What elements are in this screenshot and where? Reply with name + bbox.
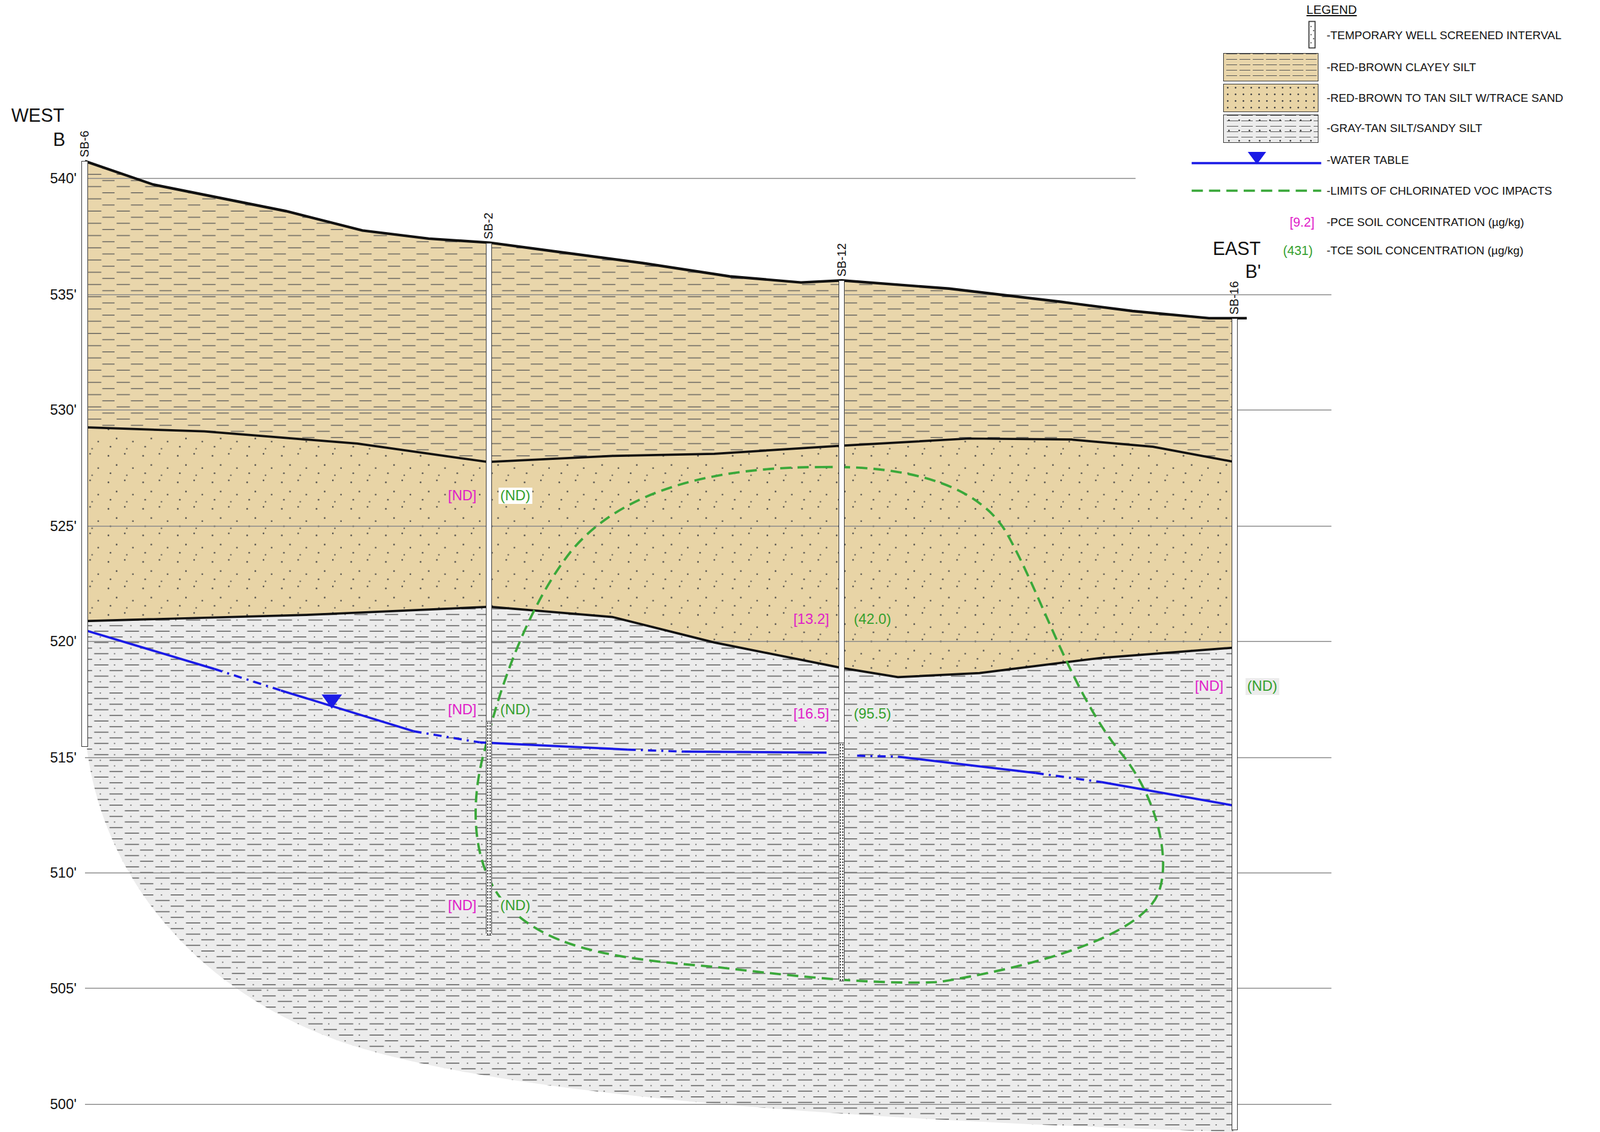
section-end: B' — [1244, 261, 1261, 283]
tce-concentration: (ND) — [498, 487, 533, 504]
layer-contact — [85, 427, 1235, 463]
layer-contact — [85, 607, 1235, 678]
soil-boring: SB-2 — [485, 242, 492, 934]
well-screen — [839, 742, 845, 982]
pce-concentration: [ND] — [446, 701, 479, 719]
elevation-label: 520' — [50, 633, 77, 650]
pce-concentration: [ND] — [1193, 678, 1226, 695]
section-end: B — [53, 129, 66, 151]
soil-boring: SB-6 — [81, 160, 88, 747]
legend-swatch — [1223, 114, 1318, 143]
section-end: WEST — [11, 104, 65, 126]
elevation-label: 515' — [50, 749, 77, 767]
sandy-silt-hatch — [85, 607, 1235, 1132]
pce-concentration: [16.5] — [791, 705, 831, 723]
elevation-grid — [85, 178, 1332, 1105]
legend-sample: [9.2] — [1289, 215, 1315, 230]
boring-label: SB-16 — [1228, 280, 1241, 315]
boring-label: SB-2 — [482, 212, 495, 239]
voc-limit-sample — [1191, 189, 1322, 192]
well-screen-dots — [1310, 25, 1315, 44]
pce-concentration: [13.2] — [791, 611, 831, 628]
section-end: EAST — [1212, 238, 1262, 260]
elevation-label: 505' — [50, 980, 77, 998]
legend-text: -GRAY-TAN SILT/SANDY SILT — [1326, 121, 1482, 136]
boring-label: SB-6 — [78, 130, 91, 158]
elevation-label: 510' — [50, 865, 77, 882]
legend-text: -LIMITS OF CHLORINATED VOC IMPACTS — [1326, 184, 1552, 198]
soil-boring: SB-12 — [838, 280, 845, 980]
legend-sample: (431) — [1282, 243, 1313, 259]
legend-swatch — [1223, 53, 1318, 82]
elevation-label: 525' — [50, 518, 77, 535]
tce-concentration: (95.5) — [851, 705, 893, 723]
ground-surface — [85, 160, 1247, 319]
soil-boring: SB-16 — [1231, 318, 1238, 1131]
pce-concentration: [ND] — [446, 897, 479, 914]
tce-concentration: (ND) — [1245, 678, 1280, 695]
legend-text: -RED-BROWN TO TAN SILT W/TRACE SAND — [1326, 91, 1564, 105]
legend-text: -TCE SOIL CONCENTRATION (µg/kg) — [1326, 244, 1524, 258]
water-table-symbol — [1247, 151, 1267, 164]
tce-concentration: (ND) — [498, 701, 533, 719]
pce-concentration: [ND] — [446, 487, 479, 504]
legend-text: -TEMPORARY WELL SCREENED INTERVAL — [1326, 28, 1562, 43]
legend-text: -RED-BROWN CLAYEY SILT — [1326, 60, 1476, 75]
sandy-silt-layer — [85, 607, 1235, 1132]
water-table-symbol — [321, 694, 343, 709]
tce-concentration: (42.0) — [851, 611, 893, 628]
legend-title: LEGEND — [1306, 3, 1357, 17]
boring-label: SB-12 — [835, 243, 848, 278]
legend-swatch — [1223, 83, 1318, 113]
well-screen — [486, 721, 492, 936]
elevation-label: 540' — [50, 170, 77, 187]
well-screen-sample — [1308, 21, 1315, 49]
elevation-label: 500' — [50, 1096, 77, 1113]
water-table — [85, 630, 1235, 807]
elevation-label: 535' — [50, 286, 77, 304]
legend-text: -WATER TABLE — [1326, 153, 1409, 167]
legend-text: -PCE SOIL CONCENTRATION (µg/kg) — [1326, 215, 1525, 230]
tce-concentration: (ND) — [498, 897, 533, 914]
elevation-label: 530' — [50, 402, 77, 419]
voc-impact-limit — [475, 467, 1163, 983]
